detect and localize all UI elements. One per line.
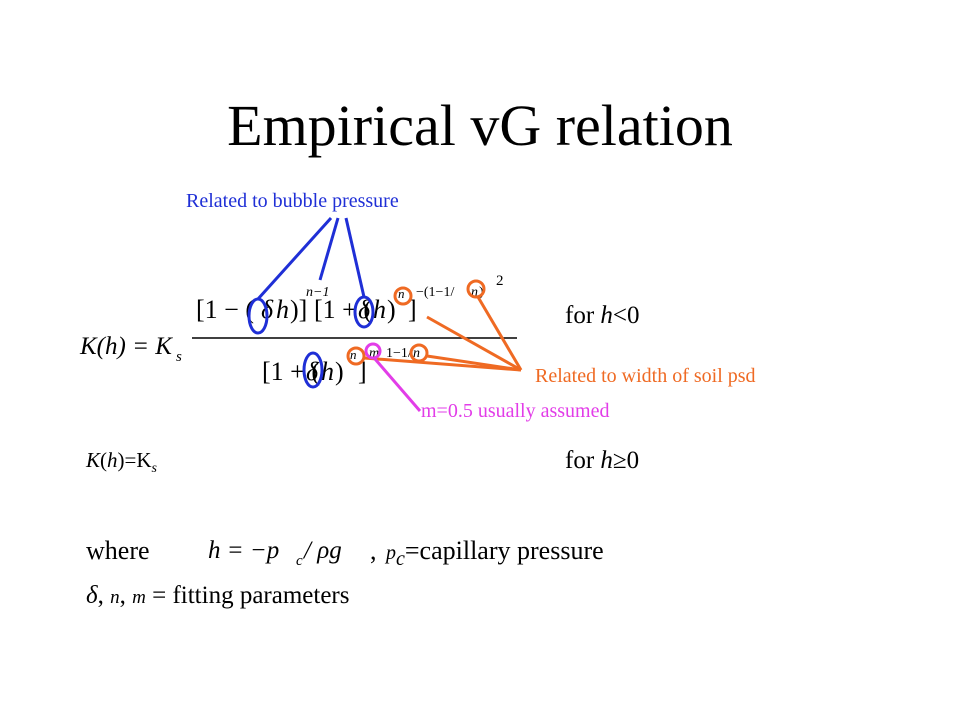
saturated-sub: s <box>151 461 157 477</box>
pc-symbol: p <box>386 542 396 564</box>
num-close-3: ] <box>408 295 417 324</box>
num-bracket-2: [1 + ( <box>314 295 372 324</box>
bubble-pointer-2 <box>318 217 340 281</box>
m-pointer <box>373 358 422 412</box>
den-h: h <box>321 357 334 386</box>
psd-pointer-2 <box>476 296 523 371</box>
condition-positive-rel: ≥0 <box>612 447 640 474</box>
param-delta: δ <box>86 582 98 609</box>
condition-negative-prefix: for <box>565 302 601 329</box>
den-pow-n: n <box>350 347 357 362</box>
where-comma: , <box>370 536 377 565</box>
saturated-equation: K(h)=Ks <box>86 448 157 477</box>
num-delta-2: δ <box>358 295 371 324</box>
den-pow-n2: n <box>413 346 420 361</box>
psd-width-label: Related to width of soil psd <box>535 365 756 387</box>
h-def-sub: c <box>296 553 303 569</box>
condition-positive-prefix: for <box>565 447 601 474</box>
condition-positive: for h≥0 <box>565 447 639 475</box>
slide-title: Empirical vG relation <box>227 93 733 158</box>
bubble-pointer-1 <box>256 216 333 301</box>
num-pow-two: 2 <box>496 273 504 289</box>
num-h-2: h <box>373 295 386 324</box>
saturated-eq: )=K <box>117 448 152 472</box>
bubble-pressure-label: Related to bubble pressure <box>186 190 399 212</box>
saturated-h: h <box>107 448 118 472</box>
den-bracket: [1 + ( <box>262 357 320 386</box>
num-pow-outer-n: n <box>471 285 478 300</box>
param-n: n <box>110 587 120 608</box>
psd-pointer-3 <box>363 356 522 372</box>
pc-text: =capillary pressure <box>404 536 604 565</box>
num-close-1: )] <box>290 295 307 324</box>
condition-negative-rel: <0 <box>612 302 640 329</box>
bubble-pointer-3 <box>344 217 366 298</box>
n-circle-1 <box>393 286 413 306</box>
num-pow-outer: −(1−1/ <box>416 285 454 300</box>
den-close: ) <box>335 357 344 386</box>
den-close-2: ] <box>358 357 367 386</box>
h-def-rest: / ρg <box>302 537 342 564</box>
psd-pointer-4 <box>426 354 522 372</box>
condition-negative-var: h <box>600 302 613 329</box>
params-text: = fitting parameters <box>145 582 350 609</box>
capillary-pressure-def: pc=capillary pressure <box>386 536 604 571</box>
equation-lhs-sub: s <box>176 349 182 365</box>
n-circle-2 <box>466 279 486 299</box>
condition-negative: for h<0 <box>565 302 640 330</box>
h-def: h = −p <box>208 537 279 564</box>
saturated-k: K <box>86 448 101 472</box>
param-m: m <box>132 587 146 608</box>
m-assumed-label: m=0.5 usually assumed <box>421 400 610 422</box>
fitting-parameters: δ, n, m = fitting parameters <box>86 582 350 609</box>
pc-sub: c <box>396 548 405 571</box>
den-pow-rest: 1−1/ <box>386 346 412 361</box>
den-delta: δ <box>306 357 319 386</box>
psd-pointer-1 <box>426 315 522 372</box>
num-bracket-1: [1 − ( <box>196 295 254 324</box>
num-pow-nm1: n−1 <box>306 285 329 300</box>
n-circle-3 <box>346 346 366 366</box>
den-pow-m: m <box>369 346 379 361</box>
num-h-1: h <box>276 295 289 324</box>
condition-positive-var: h <box>600 447 613 474</box>
delta-circle-3 <box>302 351 324 389</box>
where-word: where <box>86 536 150 565</box>
equation-lhs: K(h) = K <box>79 333 173 360</box>
num-pow-n: n <box>398 286 405 301</box>
num-close-2: ) <box>387 295 396 324</box>
m-circle <box>364 342 382 360</box>
